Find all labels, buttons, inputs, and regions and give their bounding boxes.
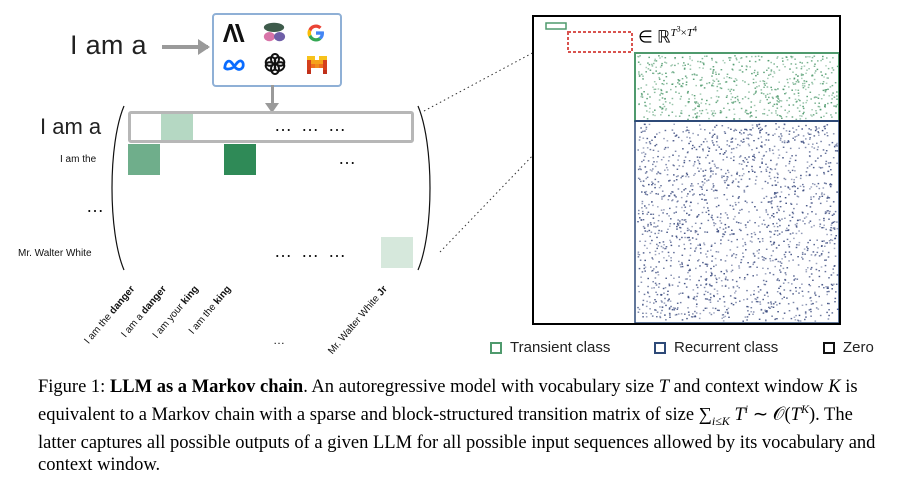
recurrent-dots [637,123,839,322]
last-row-dots: … … … [274,241,349,261]
cell-transition [224,144,256,175]
zero-swatch [823,341,835,354]
transition-matrix [532,15,841,325]
legend-transient-label: Transient class [510,339,611,356]
stacked-shapes-logo-icon [262,20,286,44]
transient-swatch [490,341,502,354]
google-logo-icon [304,21,328,45]
row-label-second: I am the [60,154,97,165]
legend-transient: Transient class [490,339,610,356]
row-ellipsis: … [86,196,106,216]
matrix-dimension-label: ∈ ℝT3×T4 [638,24,697,47]
col-dots: … [273,333,287,347]
row-label-last: Mr. Walter White [18,248,92,259]
first-row-dots: … … … [274,115,349,135]
matrix-parentheses [111,105,431,271]
arrow-right-icon [162,39,210,55]
second-row-dots: … [338,148,358,168]
mistral-logo-icon [305,53,329,77]
legend-recurrent: Recurrent class [654,339,778,356]
legend-zero: Zero [823,339,874,356]
prompt-text: I am a [70,30,147,60]
meta-logo-icon [222,53,246,77]
recurrent-block [634,120,839,323]
llm-logos-box [212,13,342,87]
small-transient-block [545,22,567,30]
cell-transition [161,112,193,143]
row-label-first: I am a [40,114,102,139]
highlighted-block [567,31,633,53]
transient-dots [637,55,839,121]
openai-logo-icon [263,52,287,76]
anthropic-logo-icon [222,21,246,45]
first-row-highlight [128,111,414,143]
cell-transition [381,237,413,268]
figure-caption: Figure 1: LLM as a Markov chain. An auto… [38,377,876,475]
arrow-down-icon [265,85,279,113]
recurrent-swatch [654,341,666,354]
legend-recurrent-label: Recurrent class [674,339,779,356]
legend-zero-label: Zero [843,339,874,356]
cell-transition [128,144,160,175]
